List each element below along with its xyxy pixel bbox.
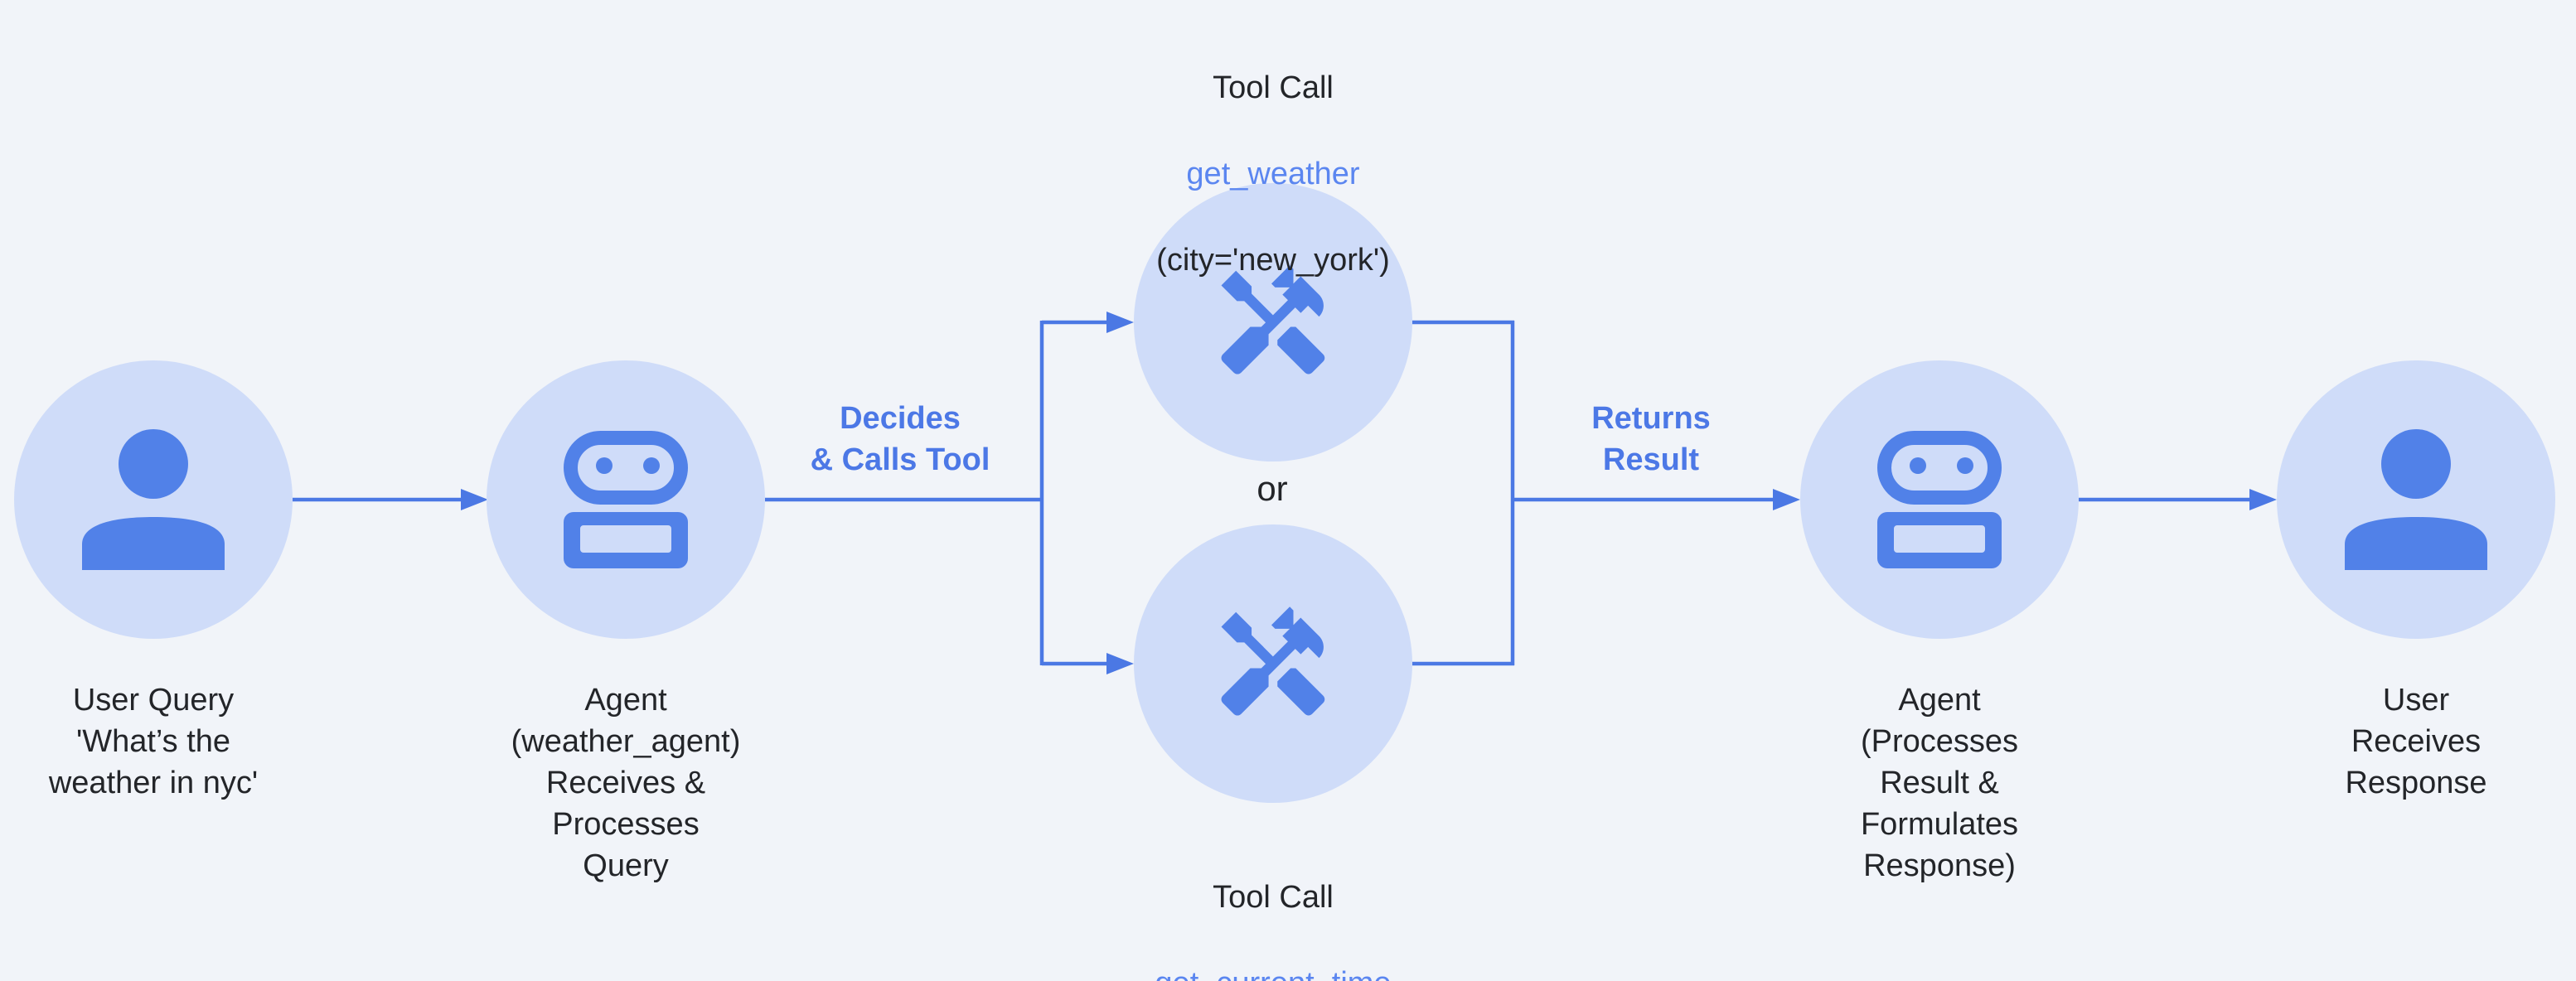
agent-respond-node [1800,360,2079,639]
handyman-icon [1221,265,1325,375]
person-icon [82,429,225,570]
branch-decides-connector [765,312,1134,674]
agent-respond-label: Agent (Processes Result & Formulates Res… [1860,683,2019,883]
tool-get-weather-node [1134,183,1412,462]
tool-call-get-current-time-label: Tool Call get_current_time [1155,833,1391,981]
user-response-node [2277,360,2555,639]
arrow-agent-to-user [2079,489,2277,510]
handyman-icon [1221,606,1325,716]
arrow-user-to-agent [293,489,488,510]
tool-call-args: (city='new_york') [1156,243,1390,278]
tool-call-title: Tool Call [1213,70,1334,105]
tool-call-name: get_weather [1186,157,1360,191]
robot-icon [564,431,688,568]
tool-call-get-weather-label: Tool Call get_weather (city='new_york') [1156,23,1390,325]
agent-receive-label: Agent (weather_agent) Receives & Process… [511,683,741,883]
returns-result-label: Returns Result [1591,401,1711,477]
tool-call-title: Tool Call [1213,880,1334,915]
tool-call-name: get_current_time [1155,962,1391,981]
user-response-label: User Receives Response [2345,683,2487,800]
person-icon [2345,429,2487,570]
merge-returns-connector [1412,320,1800,666]
agent-receive-node [487,360,765,639]
user-query-node [14,360,293,639]
tool-get-current-time-node [1134,524,1412,803]
user-query-label: User Query 'What’s the weather in nyc' [48,683,259,800]
or-label: or [1257,469,1288,508]
robot-icon [1877,431,2002,568]
decides-calls-tool-label: Decides & Calls Tool [810,401,990,477]
